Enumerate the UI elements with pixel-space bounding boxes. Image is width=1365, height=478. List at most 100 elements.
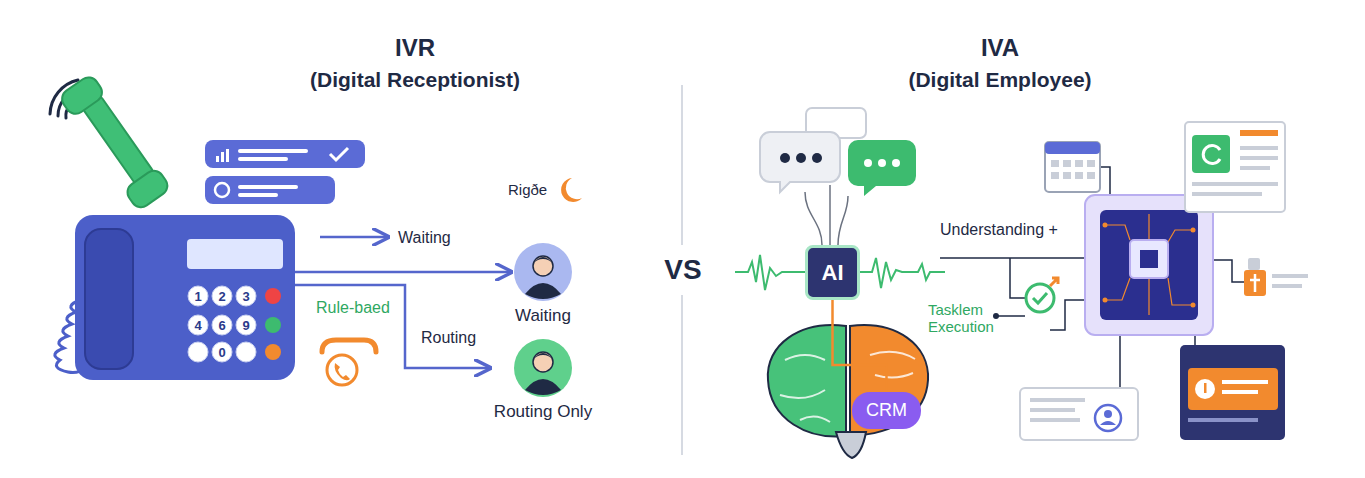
brain-illustration <box>768 325 846 436</box>
profile-card <box>1020 388 1138 440</box>
status-label: Rigðe <box>508 181 547 198</box>
brain-illustration <box>780 390 825 398</box>
speech-bubbles <box>796 153 806 163</box>
task-tag-icon <box>1272 284 1302 288</box>
menu-pill <box>238 185 298 189</box>
caller-avatar: Waiting <box>511 242 575 326</box>
speech-bubbles <box>848 140 916 196</box>
profile-card <box>1104 410 1112 418</box>
calendar-icon <box>1045 142 1100 154</box>
person-label: Routing Only <box>490 402 596 422</box>
brain-illustration <box>785 355 825 360</box>
crm-bubble: CRM <box>852 392 921 429</box>
brain-illustration <box>780 352 915 422</box>
person-icon <box>513 338 573 398</box>
calendar-icon <box>1051 160 1059 167</box>
speech-bubbles <box>760 108 916 196</box>
processor-chip <box>1085 195 1213 335</box>
avatar-hair <box>533 257 553 264</box>
check-icon <box>1050 278 1058 286</box>
keypad-button <box>188 286 208 306</box>
keypad-button <box>212 286 232 306</box>
task-tag-icon <box>1248 258 1260 270</box>
profile-card <box>1100 421 1116 425</box>
menu-pill <box>205 140 365 168</box>
function-button <box>265 317 281 333</box>
profile-card <box>1030 398 1085 402</box>
keypad-digit: 4 <box>188 319 208 332</box>
document-icon <box>1185 122 1285 212</box>
person-label: Waiting <box>511 306 575 326</box>
calendar-icon <box>1075 172 1083 179</box>
speech-bubbles <box>864 159 872 167</box>
task-tag-icon <box>1244 258 1308 296</box>
flow-arrow <box>295 271 511 274</box>
processor-chip <box>1130 240 1168 278</box>
speech-bubbles <box>780 153 790 163</box>
profile-card <box>1030 398 1085 422</box>
menu-pill <box>238 193 278 197</box>
processor-chip <box>1103 223 1196 308</box>
document-icon <box>1240 130 1278 136</box>
id-card <box>1204 383 1207 393</box>
processor-chip <box>1085 195 1213 335</box>
processor-chip <box>1148 278 1149 315</box>
profile-card <box>1030 418 1080 422</box>
keypad-digit: 9 <box>236 319 256 332</box>
keypad-digit: 2 <box>212 290 232 303</box>
processor-chip <box>1103 298 1108 303</box>
menu-pill <box>330 148 348 160</box>
profile-card <box>1020 388 1138 440</box>
circuit-wires <box>1213 260 1244 282</box>
process-wire <box>940 257 1085 259</box>
task-tag-icon <box>1272 274 1308 278</box>
signal-wires <box>805 185 848 245</box>
avatar-head <box>533 352 553 372</box>
menu-pill <box>238 157 288 161</box>
calendar-icon <box>1051 172 1059 179</box>
voice-waveform <box>735 255 805 290</box>
status-icon <box>561 178 582 202</box>
document-icon <box>1192 192 1262 196</box>
task-label: Tasklem Execution <box>928 301 1016 336</box>
brain-illustration <box>836 432 866 458</box>
avatar-head <box>533 256 553 276</box>
processor-chip <box>1103 223 1108 228</box>
signal-wires <box>805 192 822 245</box>
speech-bubbles <box>760 132 840 192</box>
queue-arrow <box>320 236 388 239</box>
brain-illustration <box>768 325 928 458</box>
menu-pill <box>205 140 365 168</box>
processor-chip <box>1105 214 1193 315</box>
task-tag-icon <box>1244 270 1266 296</box>
keypad-digit: 0 <box>212 346 232 359</box>
wire-label: Understanding + <box>940 221 1058 239</box>
circuit-wires <box>1050 300 1085 330</box>
task-tag-icon <box>1248 258 1308 288</box>
phone-body: 1234690 <box>75 215 295 380</box>
circuit-wires <box>1194 335 1196 345</box>
phone-receiver <box>85 229 133 369</box>
calendar-icon <box>1045 142 1100 192</box>
id-card <box>1188 418 1258 422</box>
arrow-label: Waiting <box>398 229 451 247</box>
document-icon <box>1240 146 1278 150</box>
person-icon <box>513 242 573 302</box>
id-card <box>1180 345 1285 440</box>
processor-chip <box>1105 225 1130 240</box>
circuit-wires <box>1100 167 1110 195</box>
calendar-icon <box>1087 172 1095 179</box>
keypad-digit: 1 <box>188 290 208 303</box>
processor-chip <box>1191 303 1196 308</box>
avatar-hair <box>533 353 553 360</box>
handset-icon <box>58 73 171 211</box>
signal-wires <box>829 185 831 245</box>
document-icon <box>1203 146 1220 164</box>
menu-pill <box>205 176 335 204</box>
id-card <box>1222 380 1268 384</box>
menu-pill <box>221 152 224 162</box>
panel-subtitle: (Digital Receptionist) <box>310 68 520 92</box>
menu-pill <box>216 156 219 162</box>
